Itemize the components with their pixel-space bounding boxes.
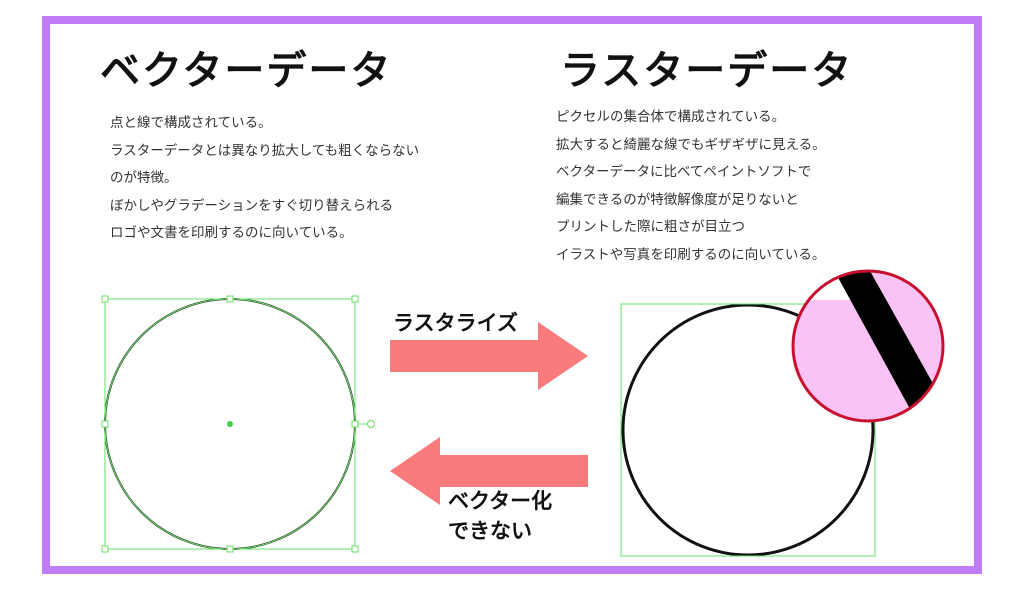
vector-line: ロゴや文書を印刷するのに向いている。 [110, 225, 353, 241]
raster-title: ラスターデータ [560, 48, 854, 94]
vectorize-label-line2: できない [448, 519, 532, 543]
vector-line: ラスターデータとは異なり拡大しても粗くならない [110, 142, 420, 159]
vector-line: のが特徴。 [110, 170, 178, 186]
rasterize-arrow [390, 322, 588, 390]
vector-line: 点と線で構成されている。 [110, 115, 272, 131]
magnified-pixel-view [791, 269, 945, 423]
raster-line: イラストや写真を印刷するのに向いている。 [556, 246, 826, 263]
raster-line: プリントした際に粗さが目立つ [556, 219, 745, 235]
raster-line: 拡大すると綺麗な線でもギザギザに見える。 [556, 136, 826, 153]
vector-description: 点と線で構成されている。 ラスターデータとは異なり拡大しても粗くならない のが特… [110, 110, 419, 248]
vector-title: ベクターデータ [100, 48, 393, 94]
selection-handles [101, 295, 359, 553]
raster-line: ベクターデータに比べてペイントソフトで [556, 164, 812, 180]
vector-circle-illustration [101, 295, 375, 553]
raster-line: ピクセルの集合体で構成されている。 [556, 109, 786, 125]
raster-circle-illustration [620, 303, 876, 557]
rasterize-label: ラスタライズ [393, 309, 522, 337]
vector-line: ぼかしやグラデーションをすぐ切り替えられる [110, 197, 394, 214]
vectorize-label-line1: ベクター化 [448, 487, 553, 515]
raster-description: ピクセルの集合体で構成されている。 拡大すると綺麗な線でもギザギザに見える。 ベ… [556, 104, 826, 269]
vectorize-arrow [390, 437, 588, 505]
raster-line: 編集できるのが特徴解像度が足りないと [556, 191, 799, 208]
